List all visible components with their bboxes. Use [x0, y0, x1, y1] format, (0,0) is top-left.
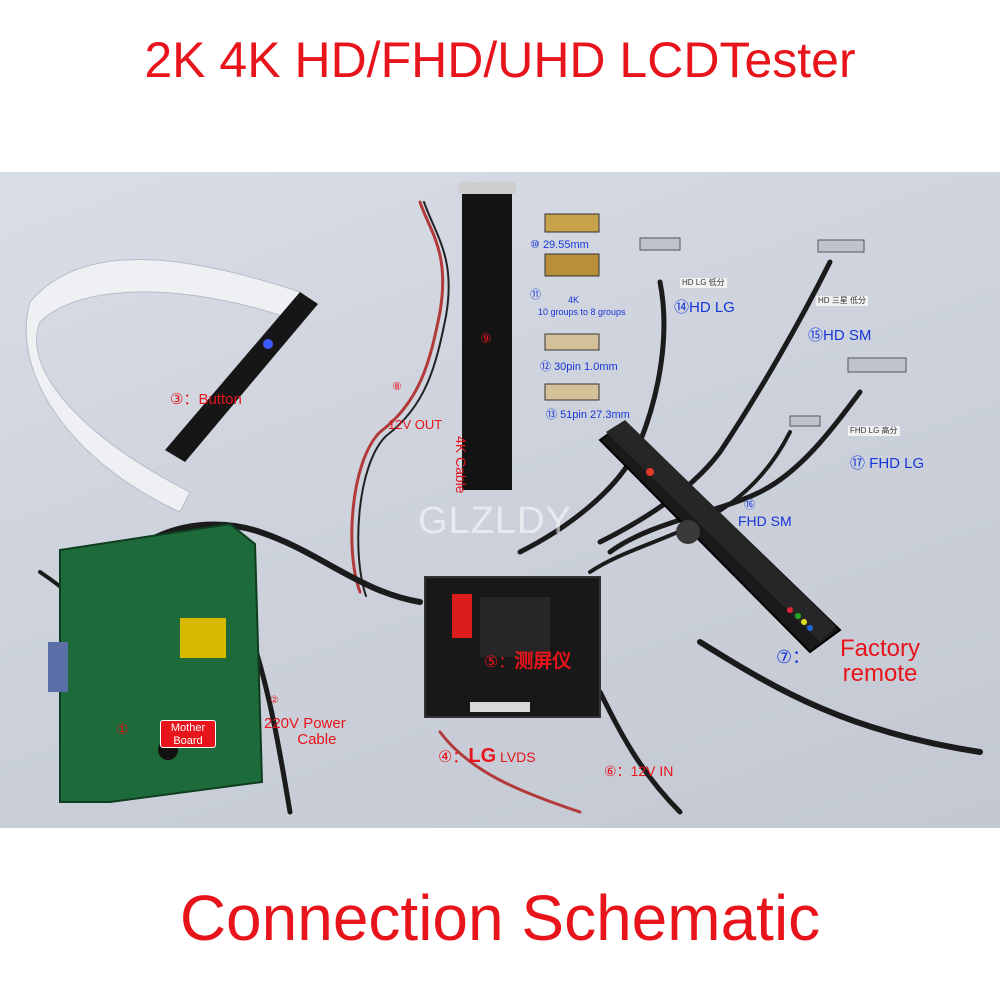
- label-mother-b: Board: [173, 735, 203, 747]
- label-10: ⑩ 29.55mm: [530, 239, 589, 252]
- blue-led: [263, 339, 273, 349]
- label-power-num: ②: [270, 695, 279, 706]
- label-16-num: ⑯: [744, 499, 755, 511]
- wire-red: [350, 200, 445, 594]
- label-10-text: 29.55mm: [542, 239, 589, 251]
- tester-leds: [452, 594, 472, 638]
- label-remote-text: Factory remote: [840, 635, 921, 688]
- cable-hd-sm: [597, 259, 833, 545]
- 4k-cable-strip: [462, 190, 512, 490]
- label-4k-cable-num: ⑨: [480, 331, 492, 346]
- 4k-cable-connector: [458, 182, 516, 194]
- label-remote: ⑦：: [776, 648, 810, 667]
- label-lg-a: LG: [468, 745, 497, 767]
- mother-board: [59, 522, 264, 803]
- tester-conn: [470, 702, 530, 712]
- conn-17: [847, 357, 907, 373]
- label-17-tag: FHD LG 高分: [848, 426, 900, 437]
- label-mother-num: ①: [116, 721, 129, 737]
- remote-dpad: [676, 520, 700, 544]
- label-14: ⑭HD LG: [674, 299, 735, 316]
- label-17: ⑰ FHD LG: [850, 455, 925, 472]
- label-button-text: Button: [198, 391, 242, 408]
- tester-chip-area: [480, 597, 550, 657]
- adapter-13: [544, 383, 600, 401]
- label-in-num: ⑥：: [604, 763, 631, 779]
- page-title: 2K 4K HD/FHD/UHD LCDTester: [144, 32, 856, 88]
- label-power: 220V Power Cable: [264, 716, 346, 748]
- label-tester-num: ⑤：: [484, 654, 515, 671]
- label-out-num: ⑧: [392, 381, 402, 393]
- adapter-10: [544, 213, 600, 233]
- remote-btn-yellow: [801, 619, 807, 625]
- label-15-tag: HD 三星 低分: [816, 296, 868, 307]
- label-remote-num: ⑦：: [776, 647, 811, 667]
- wire-black: [357, 201, 450, 597]
- label-mother-board: Mother Board: [160, 720, 216, 748]
- label-button-num: ③：: [170, 391, 199, 408]
- label-tester: ⑤：测屏仪: [484, 652, 571, 672]
- label-mother-a: Mother: [170, 722, 206, 734]
- watermark: GLZLDY: [418, 500, 572, 542]
- label-11-a: 4K: [568, 295, 580, 305]
- label-lg-lvds: ④：LG LVDS: [438, 746, 536, 767]
- conn-16: [789, 415, 821, 427]
- label-in-text: 12V IN: [630, 763, 674, 779]
- label-4k-cable: 4K Cable: [453, 436, 469, 494]
- label-tester-text: 测屏仪: [514, 651, 572, 672]
- label-12-text: 30pin 1.0mm: [554, 361, 618, 373]
- product-photo: GLZLDY ③：Button ⑧ 12V OUT ⑨ 4K Cable ⑩ 2…: [0, 172, 1000, 828]
- label-13-text: 51pin 27.3mm: [560, 409, 630, 421]
- flat-cable: [25, 259, 301, 513]
- label-lg-num: ④：: [438, 749, 469, 766]
- label-12v-in: ⑥：12V IN: [604, 764, 673, 779]
- mb-component: [180, 618, 226, 658]
- label-10-num: ⑩: [530, 239, 540, 251]
- cable-remote-side: [697, 639, 983, 755]
- label-12: ⑫ 30pin 1.0mm: [540, 361, 618, 374]
- label-15: ⑮HD SM: [808, 327, 872, 344]
- mb-port: [48, 642, 68, 692]
- remote-btn-green: [795, 613, 801, 619]
- adapter-11: [544, 253, 600, 277]
- adapter-12: [544, 333, 600, 351]
- label-lg-b: LVDS: [496, 749, 536, 765]
- label-power-a: 220V Power: [264, 715, 346, 732]
- label-button: ③：Button: [170, 392, 242, 408]
- button-board: [165, 292, 318, 462]
- wire-in: [438, 730, 582, 814]
- label-remote-b: remote: [842, 660, 918, 688]
- label-11-num: ⑪: [530, 289, 541, 301]
- conn-14: [639, 237, 681, 251]
- label-16: FHD SM: [738, 513, 792, 529]
- remote-power: [646, 468, 654, 476]
- cable-right: [597, 689, 683, 815]
- remote-face: [606, 420, 836, 642]
- label-remote-a: Factory: [840, 635, 921, 662]
- label-12-num: ⑫: [540, 361, 551, 373]
- label-13-num: ⑬: [546, 409, 557, 421]
- remote-btn-red: [787, 607, 793, 613]
- label-power-b: Cable: [297, 730, 337, 748]
- label-14-tag: HD LG 低分: [680, 278, 727, 289]
- label-13: ⑬ 51pin 27.3mm: [546, 409, 630, 422]
- page-caption: Connection Schematic: [179, 882, 821, 954]
- label-11-b: 10 groups to 8 groups: [538, 307, 626, 317]
- label-12v-out: 12V OUT: [388, 417, 443, 432]
- conn-15: [817, 239, 865, 253]
- remote-btn-blue: [807, 625, 813, 631]
- cable-fhd-lg: [607, 389, 863, 555]
